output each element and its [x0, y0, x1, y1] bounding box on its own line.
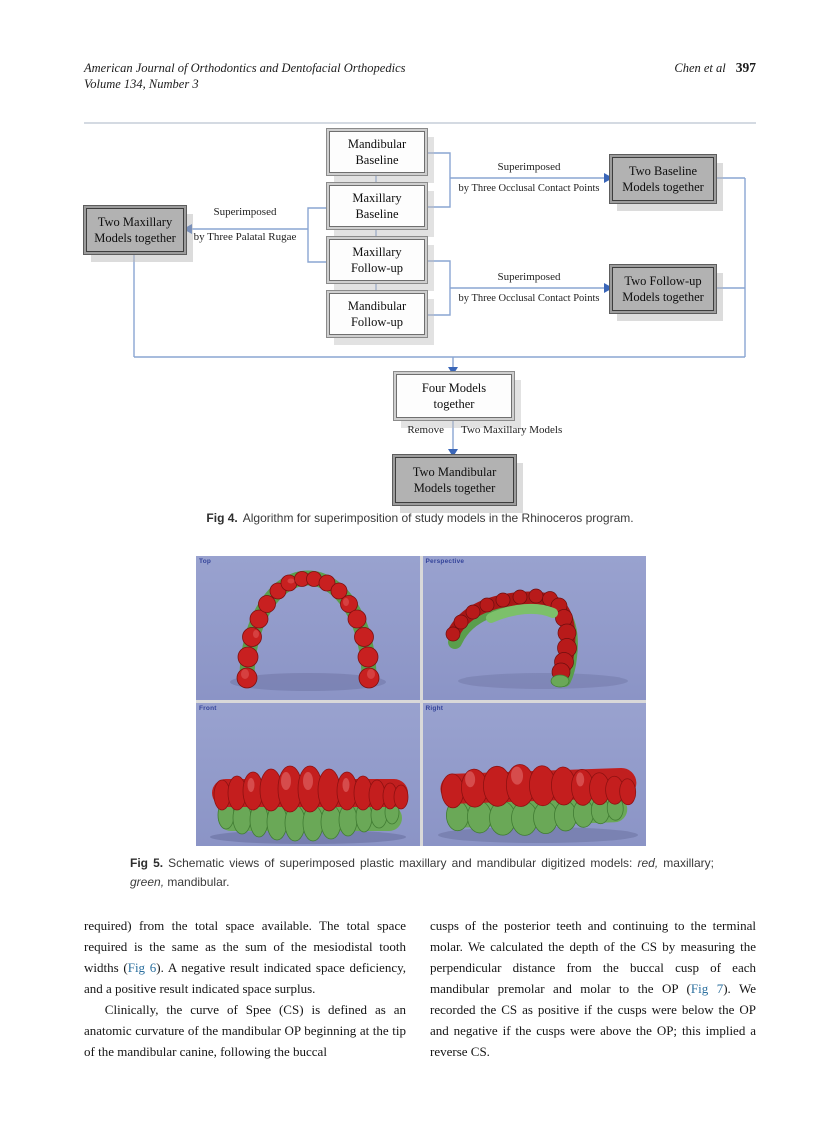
green-legend-word: green,	[130, 874, 165, 889]
flowchart-connectors	[84, 122, 756, 457]
viewport-right: Right	[422, 702, 646, 846]
paragraph: cusps of the posterior teeth and continu…	[430, 918, 757, 1059]
viewport-top: Top	[196, 556, 420, 700]
teeth-side-view	[437, 763, 638, 843]
flowchart-box-mandibular-followup: Mandibular Follow-up	[329, 293, 425, 335]
arch-perspective-view	[445, 588, 628, 689]
teeth-front-view	[210, 765, 409, 844]
viewport-front-label: Front	[199, 704, 217, 712]
body-column-right: cusps of the posterior teeth and continu…	[430, 915, 756, 1062]
flowchart-box-four-models: Four Models together	[396, 374, 512, 418]
body-column-left: required) from the total space available…	[84, 915, 406, 1062]
fig4-caption: Fig 4.Algorithm for superimposition of s…	[206, 511, 634, 525]
viewport-perspective-label: Perspective	[425, 558, 465, 565]
viewport-perspective: Perspective	[422, 556, 646, 700]
journal-title: American Journal of Orthodontics and Den…	[84, 61, 406, 75]
authors: Chen et al	[674, 61, 726, 75]
flowchart-box-maxillary-baseline: Maxillary Baseline	[329, 185, 425, 227]
fig4-caption-label: Fig 4.	[206, 511, 238, 525]
viewport-top-label: Top	[199, 558, 212, 565]
flowchart-box-mandibular-baseline: Mandibular Baseline	[329, 131, 425, 173]
journal-volume: Volume 134, Number 3	[84, 77, 199, 91]
fig5-caption: Fig 5.Schematic views of superimposed pl…	[130, 856, 714, 889]
fig5-caption-label: Fig 5.	[130, 856, 164, 870]
flowchart-box-two-followup: Two Follow-up Models together	[612, 267, 714, 311]
flowchart-box-two-mandibular: Two Mandibular Models together	[395, 457, 514, 503]
viewport-front: Front	[196, 702, 420, 846]
flowchart-label-remove: Remove	[407, 424, 444, 436]
flowchart-box-two-maxillary: Two Maxillary Models together	[86, 208, 184, 252]
paragraph: required) from the total space available…	[84, 918, 406, 996]
red-legend-word: red,	[637, 856, 659, 870]
journal-header: American Journal of Orthodontics and Den…	[84, 60, 406, 92]
flowchart-box-maxillary-followup: Maxillary Follow-up	[329, 239, 425, 281]
flowchart-label-by-palatal-rugae: by Three Palatal Rugae	[193, 231, 297, 243]
fig5-image: Top Perspective	[196, 556, 646, 846]
flowchart-label-by-occlusal-top: by Three Occlusal Contact Points	[458, 183, 600, 194]
page-number: 397	[735, 60, 756, 75]
fig7-reference-link[interactable]: Fig 7	[690, 981, 724, 996]
flowchart-label-two-maxillary-models: Two Maxillary Models	[461, 424, 563, 436]
flowchart-label-superimposed-top: Superimposed	[497, 161, 561, 173]
flowchart-label-by-occlusal-bottom: by Three Occlusal Contact Points	[458, 293, 600, 304]
flowchart-label-superimposed-left: Superimposed	[213, 206, 277, 218]
viewport-right-label: Right	[425, 704, 444, 712]
paragraph: Clinically, the curve of Spee (CS) is de…	[84, 1002, 406, 1059]
maxillary-arch-occlusal-view	[230, 570, 386, 691]
flowchart-label-superimposed-bottom: Superimposed	[497, 271, 561, 283]
fig6-reference-link[interactable]: Fig 6	[127, 960, 157, 975]
flowchart-box-two-baseline: Two Baseline Models together	[612, 157, 714, 201]
running-head: Chen et al 397	[674, 60, 756, 76]
